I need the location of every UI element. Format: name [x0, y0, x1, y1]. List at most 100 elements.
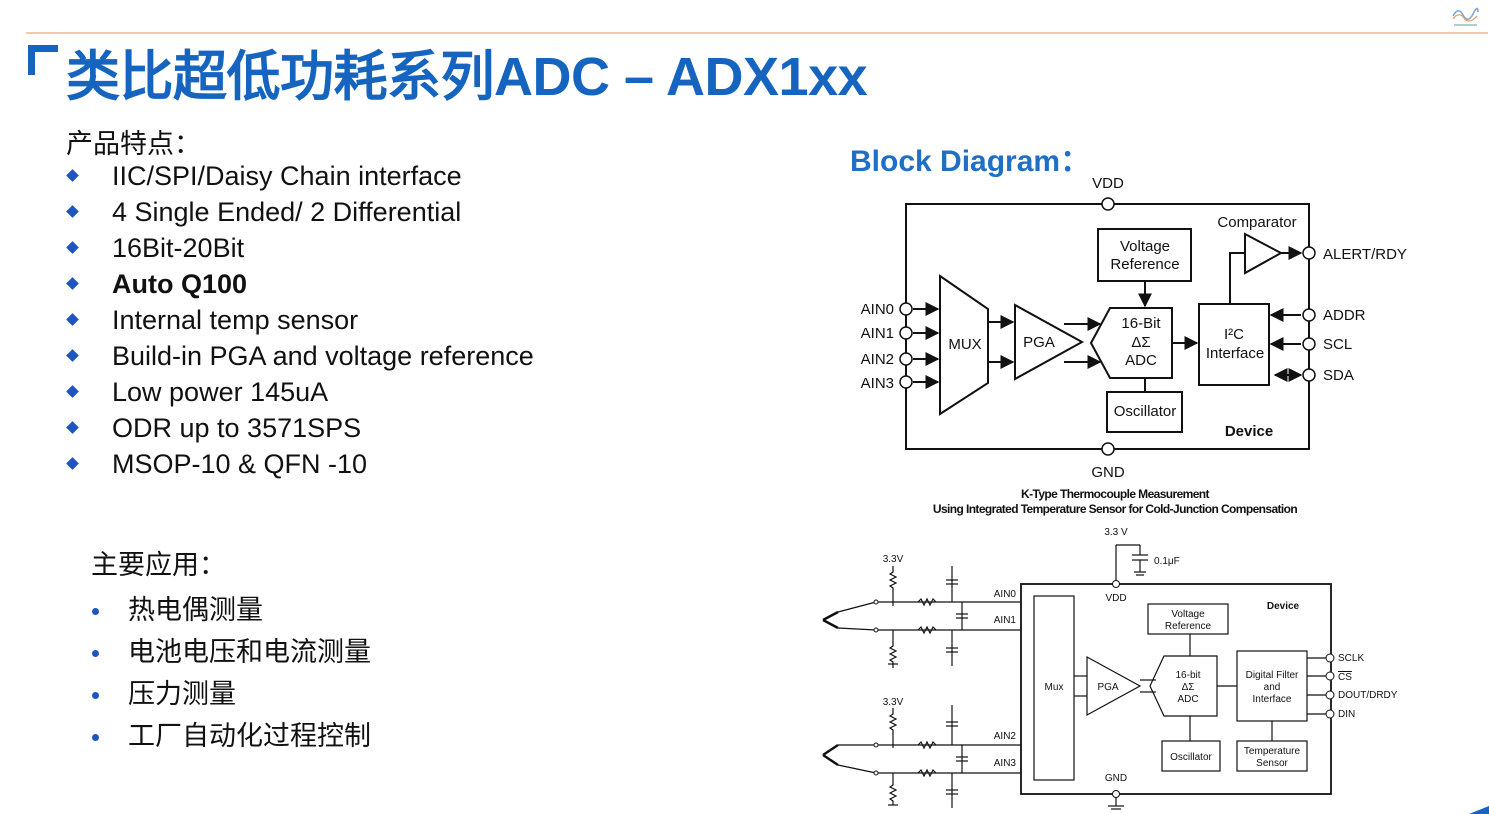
comparator-label: Comparator	[1217, 214, 1296, 231]
feature-item: MSOP-10 & QFN -10	[66, 446, 534, 482]
app-device-label: Device	[1267, 601, 1300, 612]
applications-heading: 主要应用：	[91, 550, 226, 581]
adc-label-2: ΔΣ	[1131, 334, 1150, 351]
comparator-block	[1244, 232, 1284, 275]
bullet-dot-icon	[92, 608, 99, 615]
mux-block	[939, 274, 989, 416]
application-circuit: 3.3 V 0.1μF 3.3V 3.3V VDD GND Device AIN…	[822, 527, 1398, 810]
app-df-label-3: Interface	[1253, 694, 1292, 705]
ain0-label: AIN0	[861, 301, 894, 318]
bullet-diamond-icon	[66, 385, 79, 398]
app-v33a-label: 3.3V	[883, 554, 904, 565]
bullet-dot-icon	[92, 734, 99, 741]
feature-item-text: MSOP-10 & QFN -10	[112, 449, 368, 479]
app-mux-label: Mux	[1045, 682, 1064, 693]
feature-item: Internal temp sensor	[66, 302, 534, 338]
features-list: IIC/SPI/Daisy Chain interface 4 Single En…	[66, 158, 534, 482]
app-cs-pin-label: CS	[1338, 672, 1352, 683]
app-df-label-1: Digital Filter	[1246, 670, 1299, 681]
vref-label-1: Voltage	[1120, 238, 1170, 255]
app-ain3-label: AIN3	[994, 758, 1017, 769]
vref-block	[1097, 228, 1192, 282]
feature-item-text: Auto Q100	[112, 269, 248, 299]
bullet-diamond-icon	[66, 169, 79, 182]
feature-item-text: IIC/SPI/Daisy Chain interface	[112, 161, 462, 191]
app-vref-block	[1147, 603, 1229, 635]
application-item: 电池电压和电流测量	[91, 632, 371, 674]
app-vdd-label: VDD	[1105, 593, 1126, 604]
bullet-dot-icon	[92, 692, 99, 699]
caption-line-2: Using Integrated Temperature Sensor for …	[932, 502, 1298, 516]
i2c-block	[1198, 303, 1270, 386]
application-item: 压力测量	[91, 674, 371, 716]
oscillator-label: Oscillator	[1114, 403, 1177, 420]
adc-label-1: 16-Bit	[1121, 315, 1161, 332]
device-label: Device	[1225, 423, 1273, 440]
vdd-label: VDD	[1092, 175, 1124, 192]
app-df-label-2: and	[1264, 682, 1281, 693]
pga-label: PGA	[1023, 334, 1055, 351]
app-adc-label-2: ΔΣ	[1182, 682, 1195, 693]
header-divider	[26, 32, 1488, 34]
bullet-dot-icon	[92, 650, 99, 657]
bullet-diamond-icon	[66, 241, 79, 254]
bullet-diamond-icon	[66, 313, 79, 326]
feature-item: Low power 145uA	[66, 374, 534, 410]
bullet-diamond-icon	[66, 277, 79, 290]
app-adc-label-3: ADC	[1177, 694, 1198, 705]
ain1-label: AIN1	[861, 325, 894, 342]
scl-pin-label: SCL	[1323, 336, 1352, 353]
application-item-text: 热电偶测量	[128, 595, 263, 626]
feature-item-text: Build-in PGA and voltage reference	[112, 341, 534, 371]
features-heading: 产品特点：	[66, 129, 201, 160]
adc-label-3: ADC	[1125, 352, 1157, 369]
app-device-box	[1020, 583, 1332, 795]
app-dout-pin-label: DOUT/DRDY	[1338, 690, 1398, 701]
app-ain1-label: AIN1	[994, 615, 1017, 626]
i2c-label-1: I²C	[1224, 326, 1244, 343]
app-adc-label-1: 16-bit	[1175, 670, 1200, 681]
app-gnd-label: GND	[1105, 773, 1127, 784]
feature-item-text: Internal temp sensor	[112, 305, 359, 335]
application-item-text: 工厂自动化过程控制	[128, 721, 371, 752]
bullet-diamond-icon	[66, 205, 79, 218]
app-vref-label-2: Reference	[1165, 621, 1212, 632]
app-din-pin-label: DIN	[1338, 709, 1355, 720]
app-osc-label: Oscillator	[1170, 752, 1212, 763]
feature-item-text: ODR up to 3571SPS	[112, 413, 362, 443]
applications-list: 热电偶测量电池电压和电流测量压力测量工厂自动化过程控制	[91, 590, 371, 758]
app-cap-label: 0.1μF	[1154, 556, 1180, 567]
application-item-text: 电池电压和电流测量	[128, 637, 371, 668]
application-item-text: 压力测量	[128, 679, 236, 710]
feature-item: ODR up to 3571SPS	[66, 410, 534, 446]
app-v33-top-label: 3.3 V	[1104, 527, 1128, 538]
app-ain2-label: AIN2	[994, 731, 1017, 742]
app-pga-block	[1086, 655, 1142, 717]
feature-item: Auto Q100	[66, 266, 534, 302]
app-vref-label-1: Voltage	[1171, 609, 1205, 620]
block-diagram: VDD GND Comparator ALERT/RDY Voltage Ref…	[861, 175, 1407, 481]
bullet-diamond-icon	[66, 457, 79, 470]
ain3-label: AIN3	[861, 375, 894, 392]
app-ts-label-1: Temperature	[1244, 746, 1301, 757]
ain2-label: AIN2	[861, 351, 894, 368]
feature-item: 4 Single Ended/ 2 Differential	[66, 194, 534, 230]
app-ts-label-2: Sensor	[1256, 758, 1288, 769]
application-item: 工厂自动化过程控制	[91, 716, 371, 758]
corner-bracket-icon	[28, 45, 58, 75]
vref-label-2: Reference	[1110, 256, 1179, 273]
feature-item-text: Low power 145uA	[112, 377, 329, 407]
feature-item: Build-in PGA and voltage reference	[66, 338, 534, 374]
pga-block	[1014, 303, 1085, 381]
app-ain0-label: AIN0	[994, 589, 1017, 600]
bullet-diamond-icon	[66, 421, 79, 434]
company-logo-icon	[1452, 7, 1479, 26]
block-diagram-title: Block Diagram：	[850, 145, 1091, 178]
app-v33b-label: 3.3V	[883, 697, 904, 708]
gnd-label: GND	[1091, 464, 1125, 481]
feature-item-text: 4 Single Ended/ 2 Differential	[112, 197, 462, 227]
corner-mark-icon	[1469, 806, 1489, 814]
sda-pin-label: SDA	[1323, 367, 1354, 384]
app-osc-block	[1161, 740, 1221, 772]
bullet-diamond-icon	[66, 349, 79, 362]
